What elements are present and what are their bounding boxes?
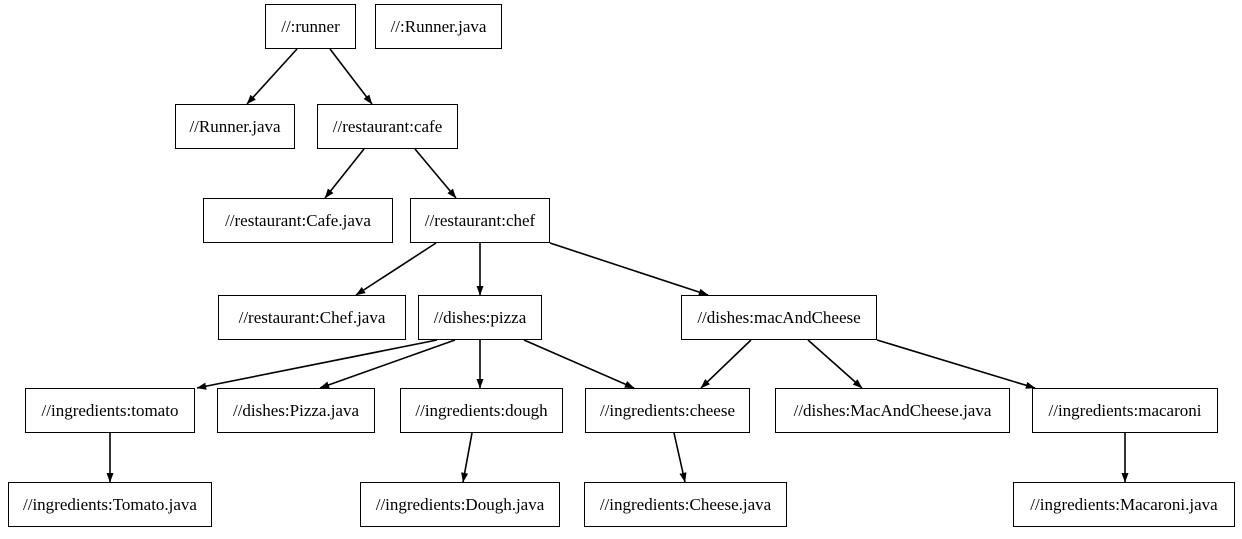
- graph-node-label: //ingredients:Cheese.java: [599, 495, 772, 514]
- graph-node-dishes_macandcheese[interactable]: //dishes:macAndCheese: [681, 295, 877, 340]
- graph-node-ing_cheese[interactable]: //ingredients:cheese: [585, 388, 750, 433]
- graph-node-label: //restaurant:cafe: [332, 117, 443, 136]
- graph-node-ing_dough[interactable]: //ingredients:dough: [400, 388, 563, 433]
- graph-node-runner_java_root[interactable]: //:Runner.java: [375, 4, 502, 49]
- graph-node-ing_cheese_java[interactable]: //ingredients:Cheese.java: [584, 482, 787, 527]
- graph-node-label: //dishes:MacAndCheese.java: [793, 401, 992, 420]
- graph-node-label: //ingredients:Tomato.java: [23, 495, 197, 514]
- graph-node-ing_tomato_java[interactable]: //ingredients:Tomato.java: [8, 482, 212, 527]
- graph-node-restaurant_chef_java[interactable]: //restaurant:Chef.java: [218, 295, 406, 340]
- graph-node-label: //ingredients:macaroni: [1048, 401, 1202, 420]
- graph-node-label: //dishes:Pizza.java: [232, 401, 360, 420]
- graph-node-dishes_pizza_java[interactable]: //dishes:Pizza.java: [217, 388, 375, 433]
- graph-node-restaurant_chef[interactable]: //restaurant:chef: [410, 198, 550, 243]
- graph-node-label: //ingredients:Dough.java: [375, 495, 545, 514]
- graph-node-label: //ingredients:cheese: [599, 401, 735, 420]
- graph-node-label: //ingredients:Macaroni.java: [1030, 495, 1218, 514]
- graph-node-label: //restaurant:Cafe.java: [225, 211, 371, 230]
- graph-node-label: //ingredients:dough: [415, 401, 548, 420]
- graph-node-label: //Runner.java: [189, 117, 281, 136]
- graph-node-label: //:Runner.java: [390, 17, 487, 36]
- graph-node-dishes_pizza[interactable]: //dishes:pizza: [418, 295, 542, 340]
- graph-node-label: //dishes:pizza: [433, 308, 527, 327]
- graph-node-restaurant_cafe_java[interactable]: //restaurant:Cafe.java: [203, 198, 393, 243]
- graph-node-label: //:runner: [281, 17, 340, 36]
- graph-node-ing_macaroni[interactable]: //ingredients:macaroni: [1032, 388, 1218, 433]
- graph-node-runner_java[interactable]: //Runner.java: [175, 104, 295, 149]
- graph-node-dishes_mac_java[interactable]: //dishes:MacAndCheese.java: [775, 388, 1010, 433]
- graph-node-runner[interactable]: //:runner: [265, 4, 356, 49]
- graph-node-ing_dough_java[interactable]: //ingredients:Dough.java: [360, 482, 560, 527]
- graph-node-ing_macaroni_java[interactable]: //ingredients:Macaroni.java: [1013, 482, 1235, 527]
- graph-node-ing_tomato[interactable]: //ingredients:tomato: [25, 388, 195, 433]
- graph-node-label: //restaurant:Chef.java: [238, 308, 386, 327]
- graph-node-label: //ingredients:tomato: [41, 401, 179, 420]
- graph-node-restaurant_cafe[interactable]: //restaurant:cafe: [317, 104, 458, 149]
- graph-node-label: //restaurant:chef: [424, 211, 536, 230]
- graph-node-label: //dishes:macAndCheese: [697, 308, 861, 327]
